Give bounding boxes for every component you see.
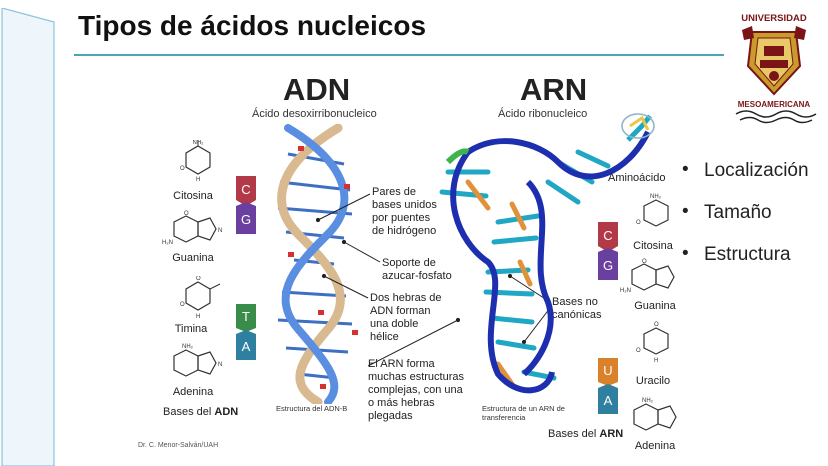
rna-pair-badge-ua: U A: [598, 358, 618, 414]
dna-pair-badge-cg: C G: [236, 176, 256, 234]
rna-cytosine-structure-icon: NH₂ O: [628, 192, 684, 234]
dna-heading: ADN: [283, 72, 350, 108]
rna-badge-a: A: [604, 393, 613, 408]
svg-text:H₂N: H₂N: [620, 288, 631, 294]
dna-badge-t: T: [242, 309, 250, 324]
guanine-structure-icon: O H₂N N: [162, 210, 228, 250]
svg-text:H: H: [196, 314, 200, 320]
bullet-dot-icon: •: [682, 159, 689, 181]
uracil-structure-icon: O O H: [628, 320, 684, 364]
bullet-item: •Tamaño: [682, 202, 809, 224]
image-credit: Dr. C. Menor-Salván/UAH: [138, 442, 218, 449]
rna-heading: ARN: [520, 72, 587, 108]
svg-text:H₂N: H₂N: [162, 240, 173, 246]
svg-text:O: O: [642, 259, 647, 265]
dna-base-label-guanine: Guanina: [158, 252, 228, 264]
rna-bases-title: Bases del ARN: [548, 428, 623, 440]
dna-subheading: Ácido desoxirribonucleico: [252, 108, 377, 120]
dna-bases-title: Bases del ADN: [163, 406, 238, 418]
svg-text:NH₂: NH₂: [193, 140, 205, 146]
svg-text:NH₂: NH₂: [642, 398, 654, 404]
svg-text:H: H: [196, 177, 200, 182]
svg-text:O: O: [180, 302, 185, 308]
logo-text-bottom: MESOAMERICANA: [722, 100, 826, 109]
svg-text:O: O: [654, 322, 659, 328]
bullet-item: •Localización: [682, 160, 809, 182]
bullet-item: •Estructura: [682, 244, 809, 266]
slide-title: Tipos de ácidos nucleicos: [78, 10, 426, 42]
left-decorative-bar: [0, 8, 56, 466]
cytosine-structure-icon: NH₂ O H: [168, 140, 228, 182]
topic-bullet-list: •Localización •Tamaño •Estructura: [682, 160, 809, 286]
logo-text-top: UNIVERSIDAD: [722, 13, 826, 24]
svg-text:O: O: [636, 348, 641, 354]
rna-badge-c: C: [603, 228, 612, 243]
rna-pair-badge-cg: C G: [598, 222, 618, 280]
rna-badge-g: G: [603, 258, 613, 273]
svg-text:NH₂: NH₂: [650, 194, 662, 200]
svg-text:O: O: [636, 220, 641, 226]
bullet-dot-icon: •: [682, 201, 689, 223]
rna-adenine-structure-icon: NH₂: [622, 396, 688, 438]
svg-text:H: H: [654, 358, 658, 364]
dna-badge-a: A: [242, 339, 251, 354]
dna-badge-c: C: [241, 182, 250, 197]
rna-guanine-structure-icon: O H₂N: [620, 258, 686, 298]
adenine-structure-icon: NH₂ N: [162, 342, 228, 384]
dna-pair-badge-ta: T A: [236, 304, 256, 360]
dna-badge-g: G: [241, 212, 251, 227]
bullet-dot-icon: •: [682, 243, 689, 265]
rna-badge-u: U: [603, 363, 612, 378]
svg-text:N: N: [218, 362, 222, 368]
aminoacid-label: Aminoácido: [608, 172, 665, 185]
dna-base-label-thymine: Timina: [156, 323, 226, 335]
svg-text:N: N: [218, 228, 222, 234]
svg-text:O: O: [184, 211, 189, 217]
dna-caption: Estructura del ADN-B: [276, 404, 347, 413]
rna-base-label-cytosine: Citosina: [618, 240, 688, 252]
svg-text:NH₂: NH₂: [182, 344, 194, 350]
dna-base-label-adenine: Adenina: [158, 386, 228, 398]
rna-base-label-uracil: Uracilo: [618, 375, 688, 387]
rna-base-label-guanine: Guanina: [620, 300, 690, 312]
thymine-structure-icon: O O H: [168, 276, 228, 320]
dna-base-label-cytosine: Citosina: [158, 190, 228, 202]
svg-text:O: O: [180, 166, 185, 172]
svg-text:O: O: [196, 276, 201, 282]
title-divider: [74, 54, 724, 56]
rna-base-label-adenine: Adenina: [620, 440, 690, 452]
